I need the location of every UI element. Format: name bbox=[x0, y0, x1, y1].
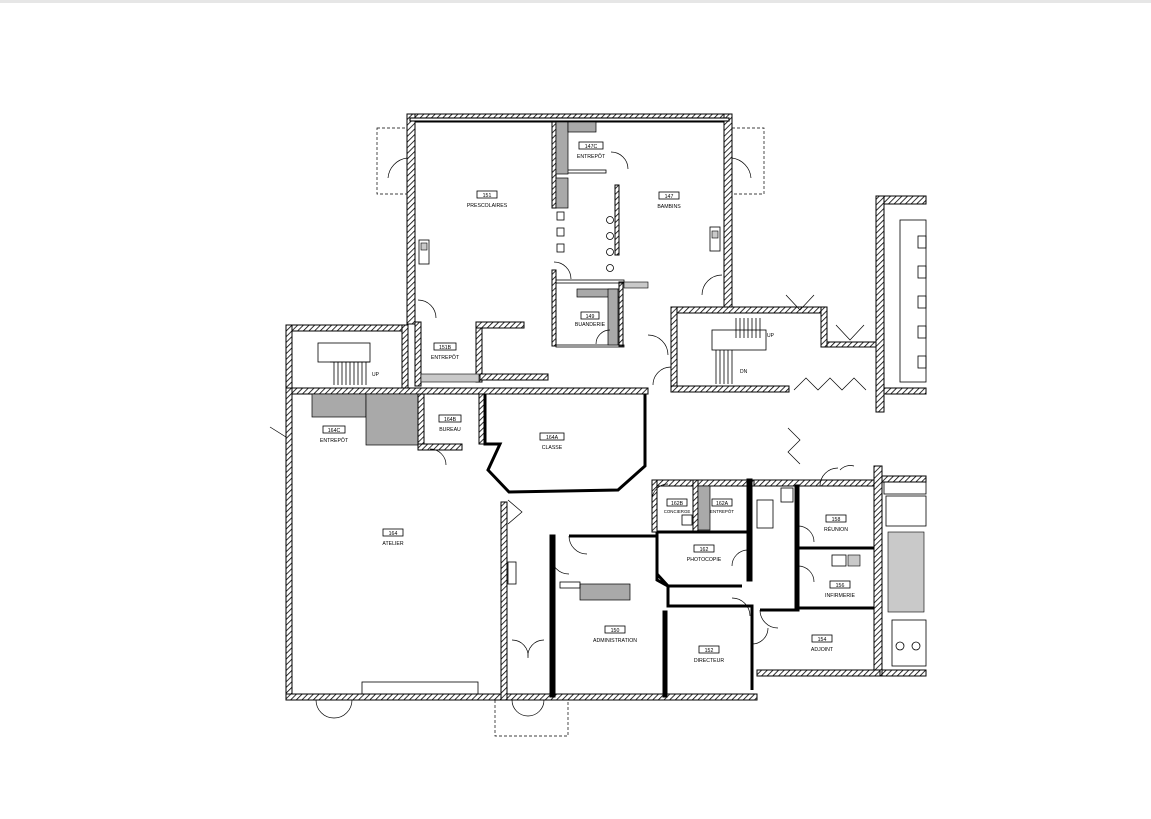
adjacent-building-north bbox=[875, 195, 927, 413]
fixtures-toilets bbox=[418, 211, 721, 272]
room-name-162: PHOTOCOPIE bbox=[687, 557, 722, 563]
room-number-164: 164 bbox=[389, 531, 398, 537]
stair-up-label-west: UP bbox=[372, 372, 380, 378]
room-tag-164b: 164B BUREAU bbox=[438, 414, 462, 433]
room-number-156: 156 bbox=[836, 583, 845, 589]
room-name-162a: ENTREPÔT bbox=[710, 509, 734, 514]
room-name-164b: BUREAU bbox=[439, 427, 461, 433]
room-tag-151b: 151B ENTREPÔT bbox=[431, 342, 460, 361]
room-tag-154: 154 ADJOINT bbox=[811, 634, 834, 653]
room-number-147: 147 bbox=[665, 194, 674, 200]
room-tag-164a: 164A CLASSE bbox=[539, 432, 565, 451]
room-tag-152: 152 DIRECTEUR bbox=[694, 645, 725, 664]
room-tag-149: 149 BUANDERIE bbox=[575, 311, 606, 328]
room-name-164: ATELIER bbox=[382, 541, 403, 547]
room-number-147c: 147C bbox=[585, 144, 598, 150]
room-name-147: BAMBINS bbox=[657, 204, 681, 210]
room-name-158: RÉUNION bbox=[824, 526, 848, 533]
room-number-162b: 162B bbox=[671, 501, 684, 507]
room-tag-147: 147 BAMBINS bbox=[657, 191, 681, 210]
room-name-152: DIRECTEUR bbox=[694, 658, 725, 664]
room-name-164c: ENTREPÔT bbox=[320, 437, 349, 444]
room-name-149: BUANDERIE bbox=[575, 322, 606, 328]
room-number-162a: 162A bbox=[716, 501, 729, 507]
room-name-162b: CONCIERGE bbox=[664, 509, 691, 514]
room-tag-162a: 162A ENTREPÔT bbox=[710, 498, 734, 514]
room-number-158: 158 bbox=[832, 517, 841, 523]
east-rooms-block bbox=[751, 465, 883, 677]
room-tag-147c: 147C ENTREPÔT bbox=[577, 141, 606, 160]
room-name-156: INFIRMERIE bbox=[825, 593, 856, 599]
room-number-162: 162 bbox=[700, 547, 709, 553]
north-south-partitions bbox=[414, 321, 549, 387]
east-stair-block: UP DN bbox=[647, 294, 878, 465]
room-name-147c: ENTREPÔT bbox=[577, 153, 606, 160]
services-block bbox=[651, 478, 755, 588]
room-name-151b: ENTREPÔT bbox=[431, 354, 460, 361]
room-number-154: 154 bbox=[818, 637, 827, 643]
room-tag-162: 162 PHOTOCOPIE bbox=[687, 544, 722, 563]
adjacent-building-south bbox=[881, 475, 927, 677]
room-number-164b: 164B bbox=[444, 417, 457, 423]
room-tag-162b: 162B CONCIERGE bbox=[664, 498, 691, 514]
stair-up-label-east: UP bbox=[767, 333, 775, 339]
room-tag-156: 156 INFIRMERIE bbox=[825, 580, 856, 599]
room-tag-150: 150 ADMINISTRATION bbox=[593, 625, 637, 644]
stair-dn-label-east: DN bbox=[740, 369, 748, 375]
viewer-top-edge bbox=[0, 0, 1151, 3]
room-tag-151: 151 PRESCOLAIRES bbox=[467, 190, 508, 209]
room-tag-164c: 164C ENTREPÔT bbox=[320, 425, 349, 444]
room-number-149: 149 bbox=[586, 314, 595, 320]
room-name-154: ADJOINT bbox=[811, 647, 834, 653]
atelier-block bbox=[269, 387, 649, 719]
room-number-151: 151 bbox=[483, 193, 492, 199]
room-number-164a: 164A bbox=[546, 435, 559, 441]
room-tag-158: 158 RÉUNION bbox=[824, 514, 848, 533]
room-tag-164: 164 ATELIER bbox=[382, 528, 404, 547]
room-number-152: 152 bbox=[705, 648, 714, 654]
room-name-151: PRESCOLAIRES bbox=[467, 203, 508, 209]
room-name-150: ADMINISTRATION bbox=[593, 638, 637, 644]
admin-block bbox=[494, 534, 758, 737]
west-stair-block: UP bbox=[285, 324, 409, 389]
room-number-150: 150 bbox=[611, 628, 620, 634]
room-number-151b: 151B bbox=[439, 345, 452, 351]
room-name-164a: CLASSE bbox=[542, 445, 563, 451]
room-number-164c: 164C bbox=[328, 428, 341, 434]
